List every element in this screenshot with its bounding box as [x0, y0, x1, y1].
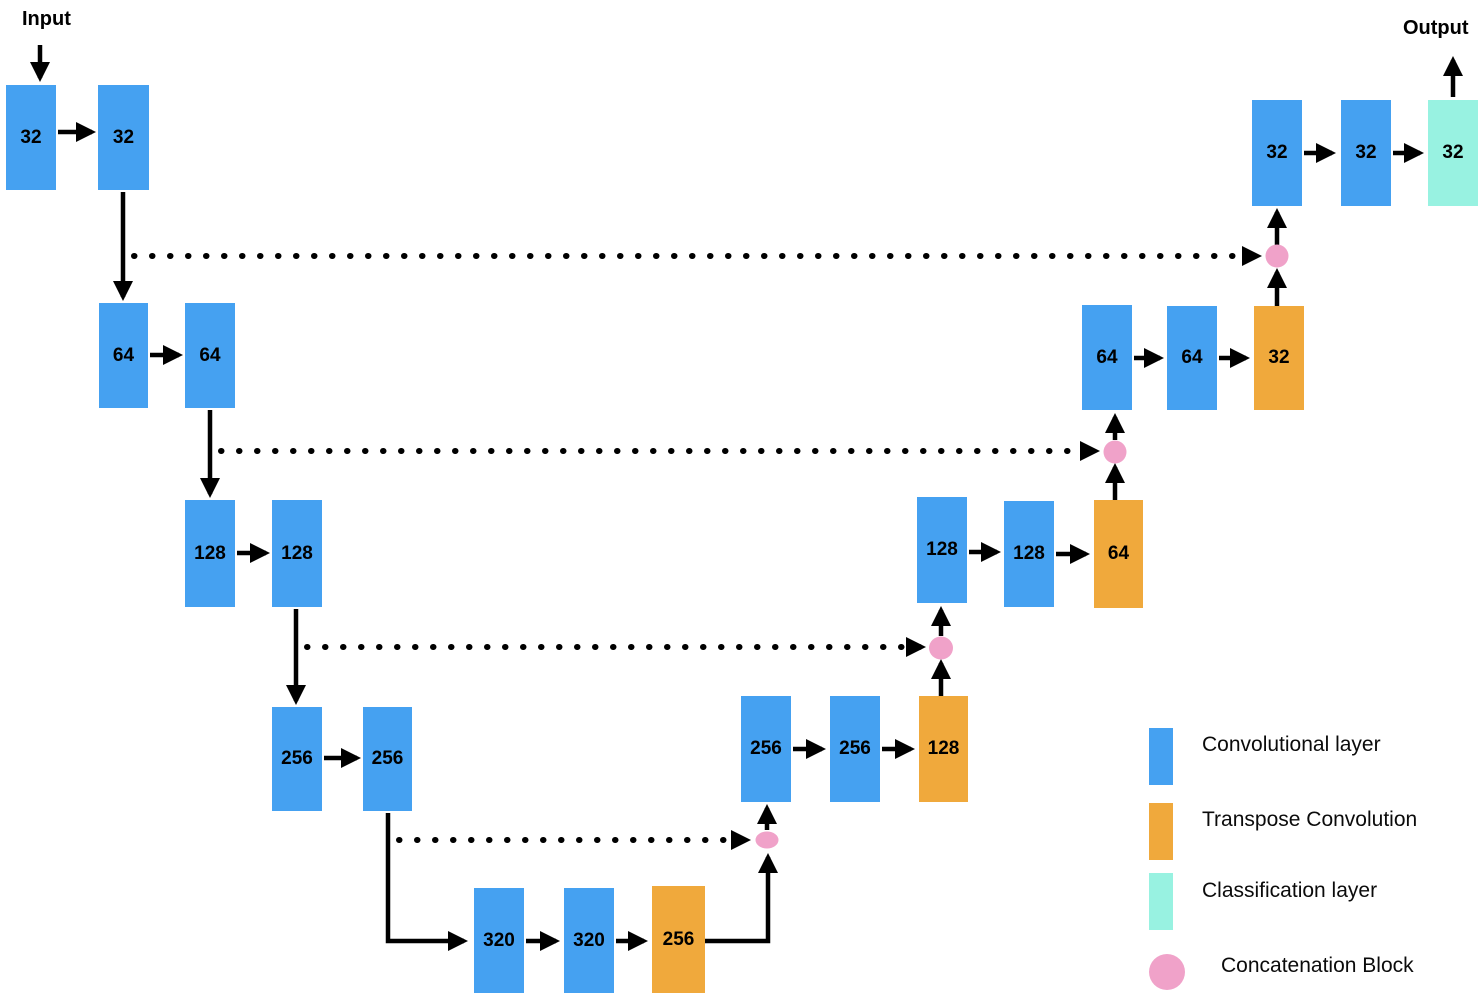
- conv-node-32: 32: [1341, 100, 1391, 206]
- legend-swatch-conv: [1149, 728, 1173, 785]
- legend-row-classification: Classification layer: [1149, 873, 1484, 933]
- legend-label-concat: Concatenation Block: [1221, 954, 1414, 977]
- conv-node-64: 64: [1167, 306, 1217, 410]
- conv-node-320: 320: [564, 888, 614, 993]
- transpose-node-32: 32: [1254, 306, 1304, 410]
- elbow-flow-arrow: [385, 813, 468, 951]
- concatenation-block: [929, 636, 953, 660]
- elbow-flow-arrow: [705, 853, 778, 944]
- output-label: Output: [1403, 17, 1469, 39]
- conv-node-128: 128: [185, 500, 235, 607]
- conv-node-32: 32: [6, 85, 56, 190]
- conv-node-64: 64: [1082, 305, 1132, 410]
- legend-row-conv: Convolutional layer: [1149, 728, 1484, 788]
- legend-row-transpose: Transpose Convolution: [1149, 803, 1484, 863]
- concatenation-block: [1265, 244, 1289, 268]
- input-label: Input: [22, 8, 71, 30]
- conv-node-32: 32: [1252, 100, 1302, 206]
- conv-node-256: 256: [741, 696, 791, 802]
- legend-swatch-concat: [1149, 954, 1185, 990]
- concatenation-block: [755, 831, 779, 849]
- legend-swatch-classification: [1149, 873, 1173, 930]
- conv-node-128: 128: [917, 497, 967, 603]
- conv-node-32: 32: [98, 85, 149, 190]
- conv-node-128: 128: [1004, 501, 1054, 607]
- conv-node-64: 64: [185, 303, 235, 408]
- legend-row-concat: Concatenation Block: [1149, 954, 1484, 1002]
- legend-label-classification: Classification layer: [1202, 879, 1378, 902]
- classification-node-32: 32: [1428, 100, 1478, 206]
- conv-node-256: 256: [830, 696, 880, 802]
- conv-node-64: 64: [99, 303, 148, 408]
- conv-node-320: 320: [474, 888, 524, 993]
- transpose-node-128: 128: [919, 696, 968, 802]
- conv-node-256: 256: [363, 707, 412, 811]
- legend-swatch-transpose: [1149, 803, 1173, 860]
- conv-node-256: 256: [272, 707, 322, 811]
- legend-label-conv: Convolutional layer: [1202, 733, 1381, 756]
- legend-label-transpose: Transpose Convolution: [1202, 808, 1418, 831]
- concatenation-block: [1103, 440, 1127, 464]
- transpose-node-256: 256: [652, 886, 705, 993]
- conv-node-128: 128: [272, 500, 322, 607]
- transpose-node-64: 64: [1094, 500, 1143, 608]
